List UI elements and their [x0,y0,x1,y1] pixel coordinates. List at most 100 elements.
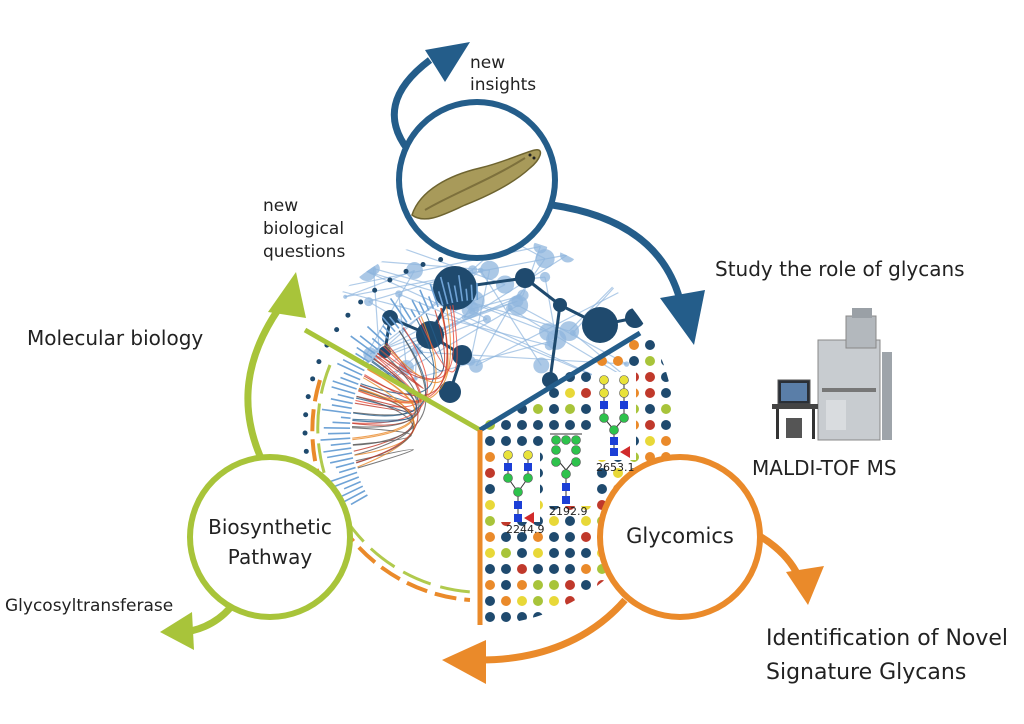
new-questions-label-line2: biological [263,218,344,240]
dot-grid-cell [629,612,639,622]
dot-grid-cell [661,372,671,382]
circos-marker [306,394,311,399]
dot-grid-cell [565,420,575,430]
network-node [629,257,642,270]
dot-grid-cell [645,372,655,382]
dot-grid-cell [549,532,559,542]
dot-grid-cell [501,420,511,430]
glcnac-square [514,501,522,509]
dot-grid-cell [645,436,655,446]
dot-grid-cell [661,356,671,366]
network-node [439,381,461,403]
circos-bar [328,433,350,434]
glycosyltransferase-label: Glycosyltransferase [5,595,173,617]
new-insights-label-line1: new [470,52,505,74]
network-node [452,345,472,365]
hexose-circle [610,426,619,435]
circos-marker [303,431,308,436]
circos-marker [358,300,363,305]
dot-grid-cell [629,356,639,366]
dot-grid-cell [549,580,559,590]
dot-grid-cell [581,564,591,574]
hexose-circle [504,474,513,483]
dot-grid-cell [485,532,495,542]
new-questions-label-line1: new [263,195,298,217]
identification-arrowhead [786,566,824,605]
biosynthetic-pathway-label: Biosynthetic Pathway [195,512,345,572]
network-node [560,247,576,263]
hexose-circle [552,446,561,455]
dot-grid-cell [581,548,591,558]
dot-grid-cell [645,388,655,398]
molecular-biology-label: Molecular biology [27,326,203,350]
glcnac-square [562,483,570,491]
circos-bar [471,285,472,301]
dot-grid-cell [565,564,575,574]
dot-grid-cell [645,340,655,350]
dot-grid-cell [485,548,495,558]
dot-grid-cell [501,564,511,574]
hexose-circle [562,436,571,445]
glycomics-label: Glycomics [605,524,755,548]
return-arrowhead [442,640,486,684]
dot-grid-cell [661,340,671,350]
dot-grid-cell [565,580,575,590]
circos-marker [421,262,426,267]
dot-grid-cell [581,580,591,590]
circos-bar [401,303,411,319]
dot-grid-cell [645,356,655,366]
dot-grid-cell [549,596,559,606]
dot-grid-cell [501,596,511,606]
dot-grid-cell [485,612,495,622]
dot-grid-cell [549,548,559,558]
network-node [625,308,645,328]
network-node [553,298,567,312]
hexose-circle [572,436,581,445]
glcnac-square [562,496,570,504]
dot-grid-cell [501,436,511,446]
hexose-circle [562,470,571,479]
dot-grid-cell [485,580,495,590]
circos-marker [387,277,392,282]
dot-grid-cell [549,612,559,622]
biosynthetic-label-line2: Pathway [195,542,345,572]
maldi-label: MALDI-TOF MS [752,456,897,480]
identification-label-line2: Signature Glycans [766,660,966,685]
hexose-circle [620,376,629,385]
dot-grid-cell [645,420,655,430]
glcnac-square [504,463,512,471]
dot-grid-cell [581,596,591,606]
dot-grid-cell [661,388,671,398]
network-node [533,357,549,373]
dot-grid-cell [565,596,575,606]
dot-grid-cell [485,484,495,494]
dot-grid-cell [581,388,591,398]
dot-grid-cell [597,484,607,494]
hexose-circle [552,436,561,445]
dot-grid-cell [485,564,495,574]
dot-grid-cell [517,436,527,446]
dot-grid-cell [501,548,511,558]
biology-arrowhead [268,272,306,318]
network-node [611,269,623,281]
circos-bar [333,422,351,423]
dot-grid-cell [485,596,495,606]
dot-grid-cell [517,420,527,430]
dot-grid-cell [549,420,559,430]
dot-grid-cell [565,404,575,414]
dot-grid-cell [565,548,575,558]
dot-grid-cell [533,548,543,558]
network-node [325,282,340,297]
hexose-circle [524,451,533,460]
dot-grid-cell [565,388,575,398]
network-node [469,359,483,373]
network-node [508,295,528,315]
hexose-circle [600,389,609,398]
glycan-mass-2: 2192.9 [549,505,588,518]
hexose-circle [514,488,523,497]
network-node [406,262,423,279]
dot-grid-cell [485,436,495,446]
glycan-mass-3: 2653.1 [596,461,635,474]
glcnac-square [514,514,522,522]
